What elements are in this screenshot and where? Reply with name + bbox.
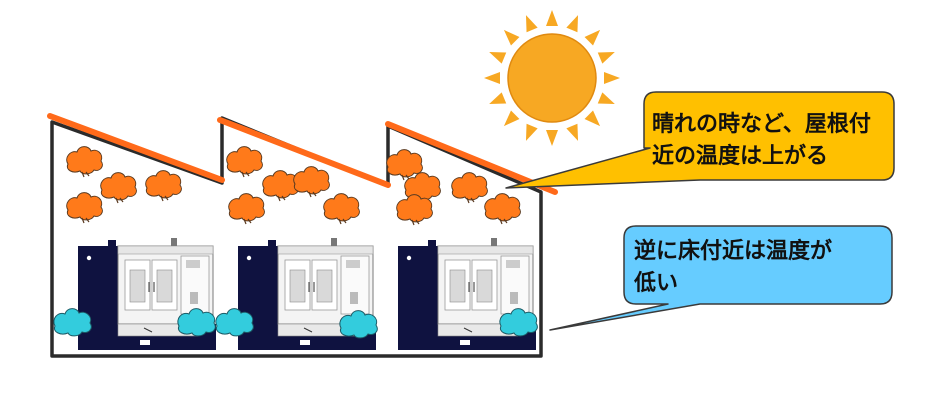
roof-callout-line2: 近の温度は上がる — [652, 143, 828, 169]
roof-stripe-2 — [217, 117, 391, 188]
floor-callout-line2: 低い — [633, 271, 678, 296]
roof-stripe-1 — [47, 113, 225, 183]
floor-callout-line1: 逆に床付近は温度が — [634, 238, 832, 264]
roof-callout-bubble — [505, 91, 895, 189]
roof-stripe-3 — [385, 121, 558, 195]
roof-callout-line1: 晴れの時など、屋根付 — [652, 111, 871, 137]
sun-core — [507, 33, 597, 123]
roof-stripes — [47, 113, 558, 195]
roof-temperature-callout: 晴れの時など、屋根付 近の温度は上がる — [505, 91, 895, 189]
machines — [77, 237, 537, 351]
floor-callout-bubble — [549, 225, 893, 331]
floor-temperature-callout: 逆に床付近は温度が 低い — [549, 225, 893, 331]
sun-icon — [484, 10, 620, 146]
